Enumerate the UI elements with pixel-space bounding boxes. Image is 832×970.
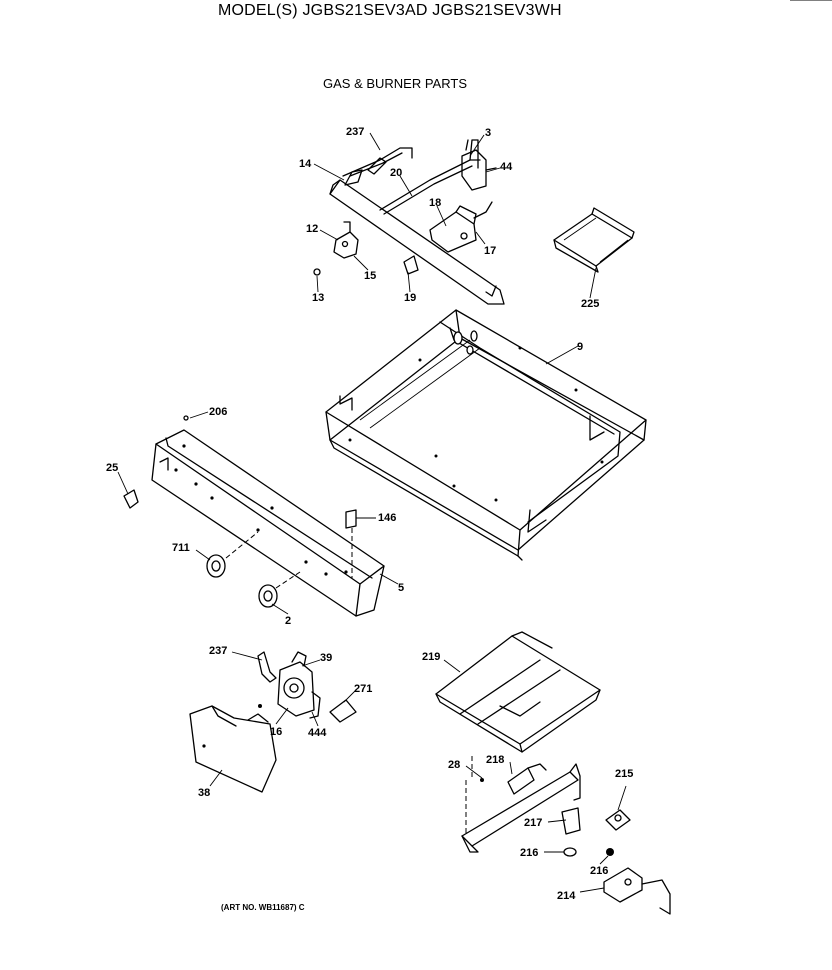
callout-219: 219 <box>422 651 440 663</box>
callout-39: 39 <box>320 652 332 664</box>
callout-44: 44 <box>500 161 513 173</box>
callout-218: 218 <box>486 754 504 766</box>
burner-tube-assembly <box>461 756 671 915</box>
valve-knob-parts <box>123 415 357 608</box>
callout-19: 19 <box>404 292 416 304</box>
callout-9: 9 <box>577 341 583 353</box>
callout-146: 146 <box>378 512 396 524</box>
callout-5: 5 <box>398 582 404 594</box>
callout-217: 217 <box>524 817 542 829</box>
callout-3: 3 <box>485 127 491 139</box>
callout-labels: 237 3 14 20 44 18 17 12 15 13 19 225 9 2… <box>106 126 633 902</box>
model-header: MODEL(S) JGBS21SEV3AD JGBS21SEV3WH <box>218 2 562 19</box>
callout-225: 225 <box>581 298 599 310</box>
callout-216-left: 216 <box>520 847 538 859</box>
callout-711: 711 <box>172 542 190 554</box>
callout-18: 18 <box>429 197 441 209</box>
callout-14: 14 <box>299 158 312 170</box>
art-number: (ART NO. WB11687) C <box>221 903 305 912</box>
diagram-title: GAS & BURNER PARTS <box>323 76 467 91</box>
callout-15: 15 <box>364 270 376 282</box>
callout-215: 215 <box>615 768 633 780</box>
callout-216-right: 216 <box>590 865 608 877</box>
burner-pan-9 <box>325 309 647 561</box>
callout-206: 206 <box>209 406 227 418</box>
gas-manifold-assembly <box>313 139 505 305</box>
callout-16: 16 <box>270 726 282 738</box>
manifold-panel-5 <box>151 429 385 617</box>
callout-13: 13 <box>312 292 324 304</box>
callout-12: 12 <box>306 223 318 235</box>
callout-17: 17 <box>484 245 496 257</box>
callout-20: 20 <box>390 167 402 179</box>
bracket-225 <box>553 207 635 273</box>
callout-444: 444 <box>308 727 327 739</box>
callout-237-top: 237 <box>346 126 364 138</box>
callout-237-bottom: 237 <box>209 645 227 657</box>
callout-271: 271 <box>354 683 372 695</box>
callout-214: 214 <box>557 890 576 902</box>
callout-28: 28 <box>448 759 460 771</box>
shield-219 <box>435 631 601 753</box>
callout-38: 38 <box>198 787 210 799</box>
callout-25: 25 <box>106 462 118 474</box>
pressure-regulator-assembly <box>189 651 357 793</box>
callout-2: 2 <box>285 615 291 627</box>
leader-lines <box>117 132 627 893</box>
